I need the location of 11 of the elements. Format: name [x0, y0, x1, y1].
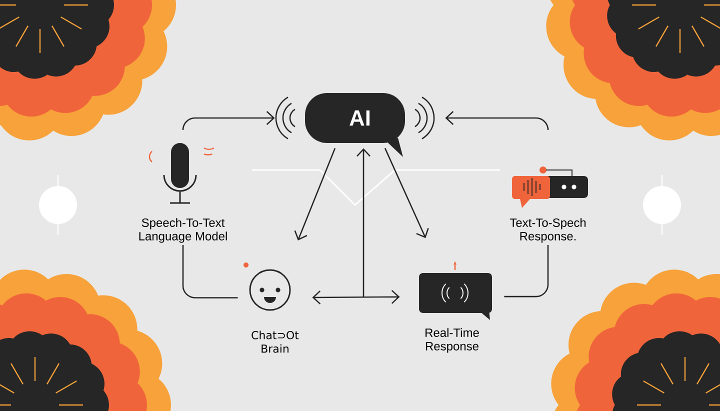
- arrow: [445, 111, 549, 131]
- node-caption: Real-Time Response: [426, 328, 479, 353]
- ai-speech-bubble: AI: [275, 93, 435, 157]
- node-caption: Text-To-Spech Response.: [510, 218, 586, 243]
- arrow: [356, 148, 370, 298]
- arrow: [182, 111, 275, 131]
- arrow: [312, 290, 400, 304]
- arrow: [384, 148, 429, 238]
- arrow: [294, 148, 336, 240]
- node-caption: Speech-To-Text Language Model: [139, 218, 227, 243]
- node-caption: Chat⊃Ot Brain: [252, 330, 299, 353]
